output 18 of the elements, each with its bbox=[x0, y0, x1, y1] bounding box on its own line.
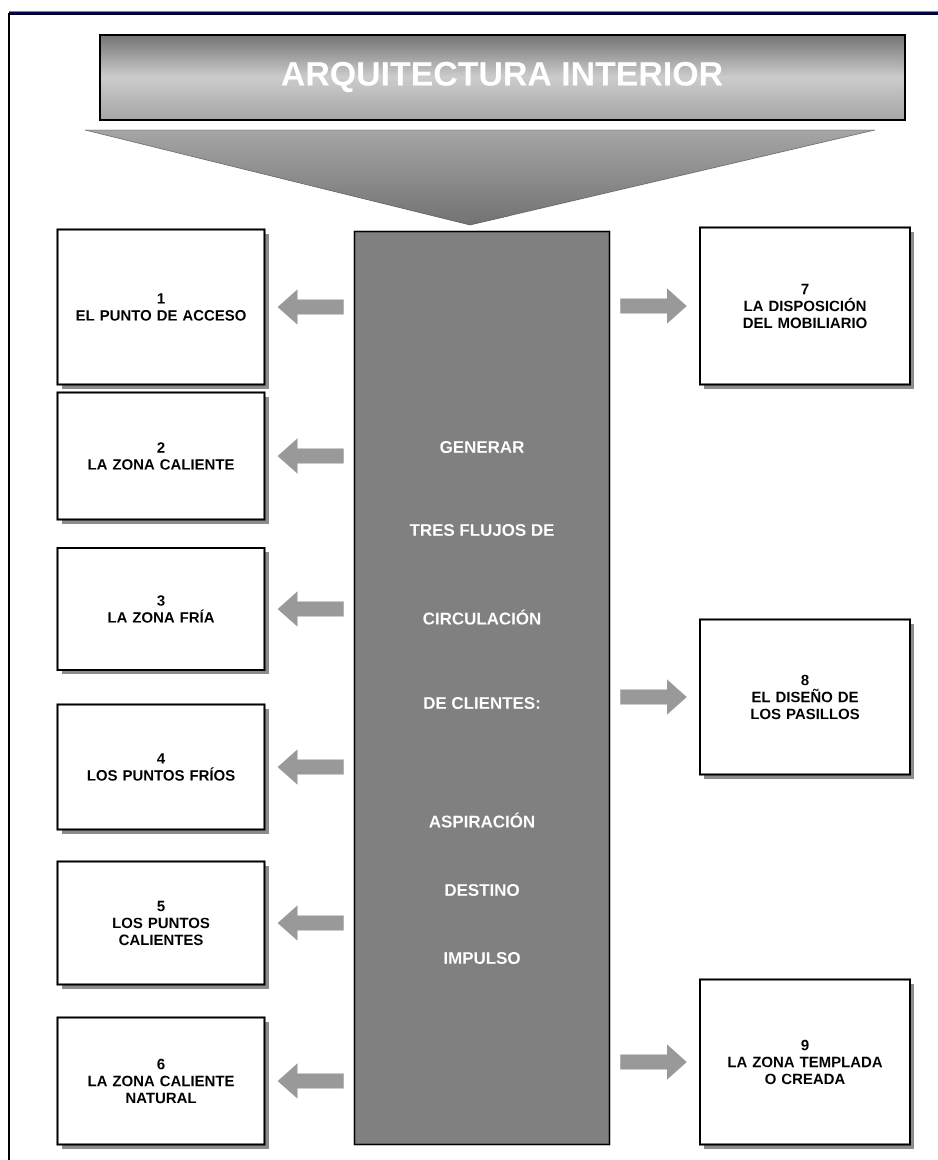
numbered-box: 6 LA ZONA CALIENTE NATURAL bbox=[56, 1016, 269, 1149]
column-text: ASPIRACIÓN bbox=[429, 812, 534, 828]
column-text: DE CLIENTES: bbox=[424, 697, 540, 709]
numbered-box: 2 LA ZONA CALIENTE bbox=[56, 391, 269, 524]
numbered-box: 7 LA DISPOSICIÓN DEL MOBILIARIO bbox=[699, 226, 914, 389]
numbered-box: 1 EL PUNTO DE ACCESO bbox=[56, 228, 269, 389]
numbered-box: 8 EL DISEÑO DE LOS PASILLOS bbox=[699, 618, 914, 779]
column-text: GENERAR bbox=[440, 441, 524, 453]
column-text: CIRCULACIÓN bbox=[423, 609, 541, 625]
numbered-box: 9 LA ZONA TEMPLADA O CREADA bbox=[699, 978, 914, 1149]
numbered-box: 3 LA ZONA FRÍA bbox=[56, 547, 269, 674]
numbered-box: 5 LOS PUNTOS CALIENTES bbox=[56, 860, 269, 989]
title-banner: ARQUITECTURA INTERIOR bbox=[84, 34, 906, 226]
column-text: IMPULSO bbox=[444, 952, 520, 964]
column-text: TRES FLUJOS DE bbox=[409, 524, 554, 536]
column-text: DESTINO bbox=[445, 884, 519, 896]
node-label: ARQUITECTURA INTERIOR bbox=[281, 61, 723, 93]
numbered-box: 4 LOS PUNTOS FRÍOS bbox=[56, 703, 269, 834]
